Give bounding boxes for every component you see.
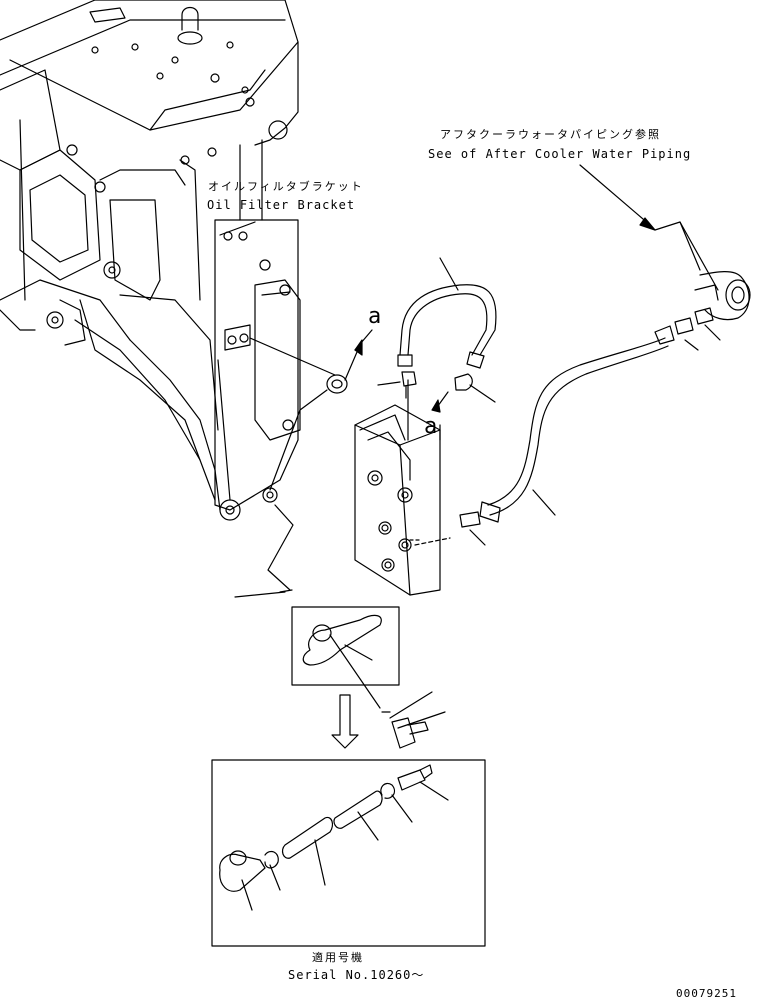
oil-filter-bracket-label-en: Oil Filter Bracket bbox=[207, 198, 356, 212]
drain-line bbox=[234, 504, 391, 713]
oil-tube-upper bbox=[377, 257, 497, 413]
down-arrow bbox=[331, 694, 359, 749]
oil-filter-bracket bbox=[224, 279, 348, 491]
callout-a-lower-label: a bbox=[424, 414, 438, 439]
callout-a-upper-label: a bbox=[368, 304, 382, 329]
leader-line bbox=[354, 329, 373, 351]
aftercooler-reference-jp: アフタクーラウォータパイピング参照 bbox=[440, 128, 661, 141]
water-hose bbox=[459, 307, 721, 546]
oil-filter-bracket-label-jp: オイルフィルタブラケット bbox=[208, 180, 364, 193]
serial-number-label: Serial No.10260～ bbox=[288, 968, 425, 982]
serial-label-jp: 適用号機 bbox=[312, 951, 364, 964]
bolt-part bbox=[389, 691, 446, 749]
inset-frame-bottom bbox=[211, 759, 486, 947]
aftercooler-pipe bbox=[579, 164, 751, 321]
aftercooler-reference-en: See of After Cooler Water Piping bbox=[428, 147, 692, 161]
engine-block bbox=[0, 0, 299, 521]
inset-frame-top bbox=[291, 606, 400, 686]
callout-a-upper bbox=[344, 339, 363, 381]
drawing-number: 00079251 bbox=[676, 987, 737, 1000]
filter-head-block bbox=[354, 379, 451, 596]
